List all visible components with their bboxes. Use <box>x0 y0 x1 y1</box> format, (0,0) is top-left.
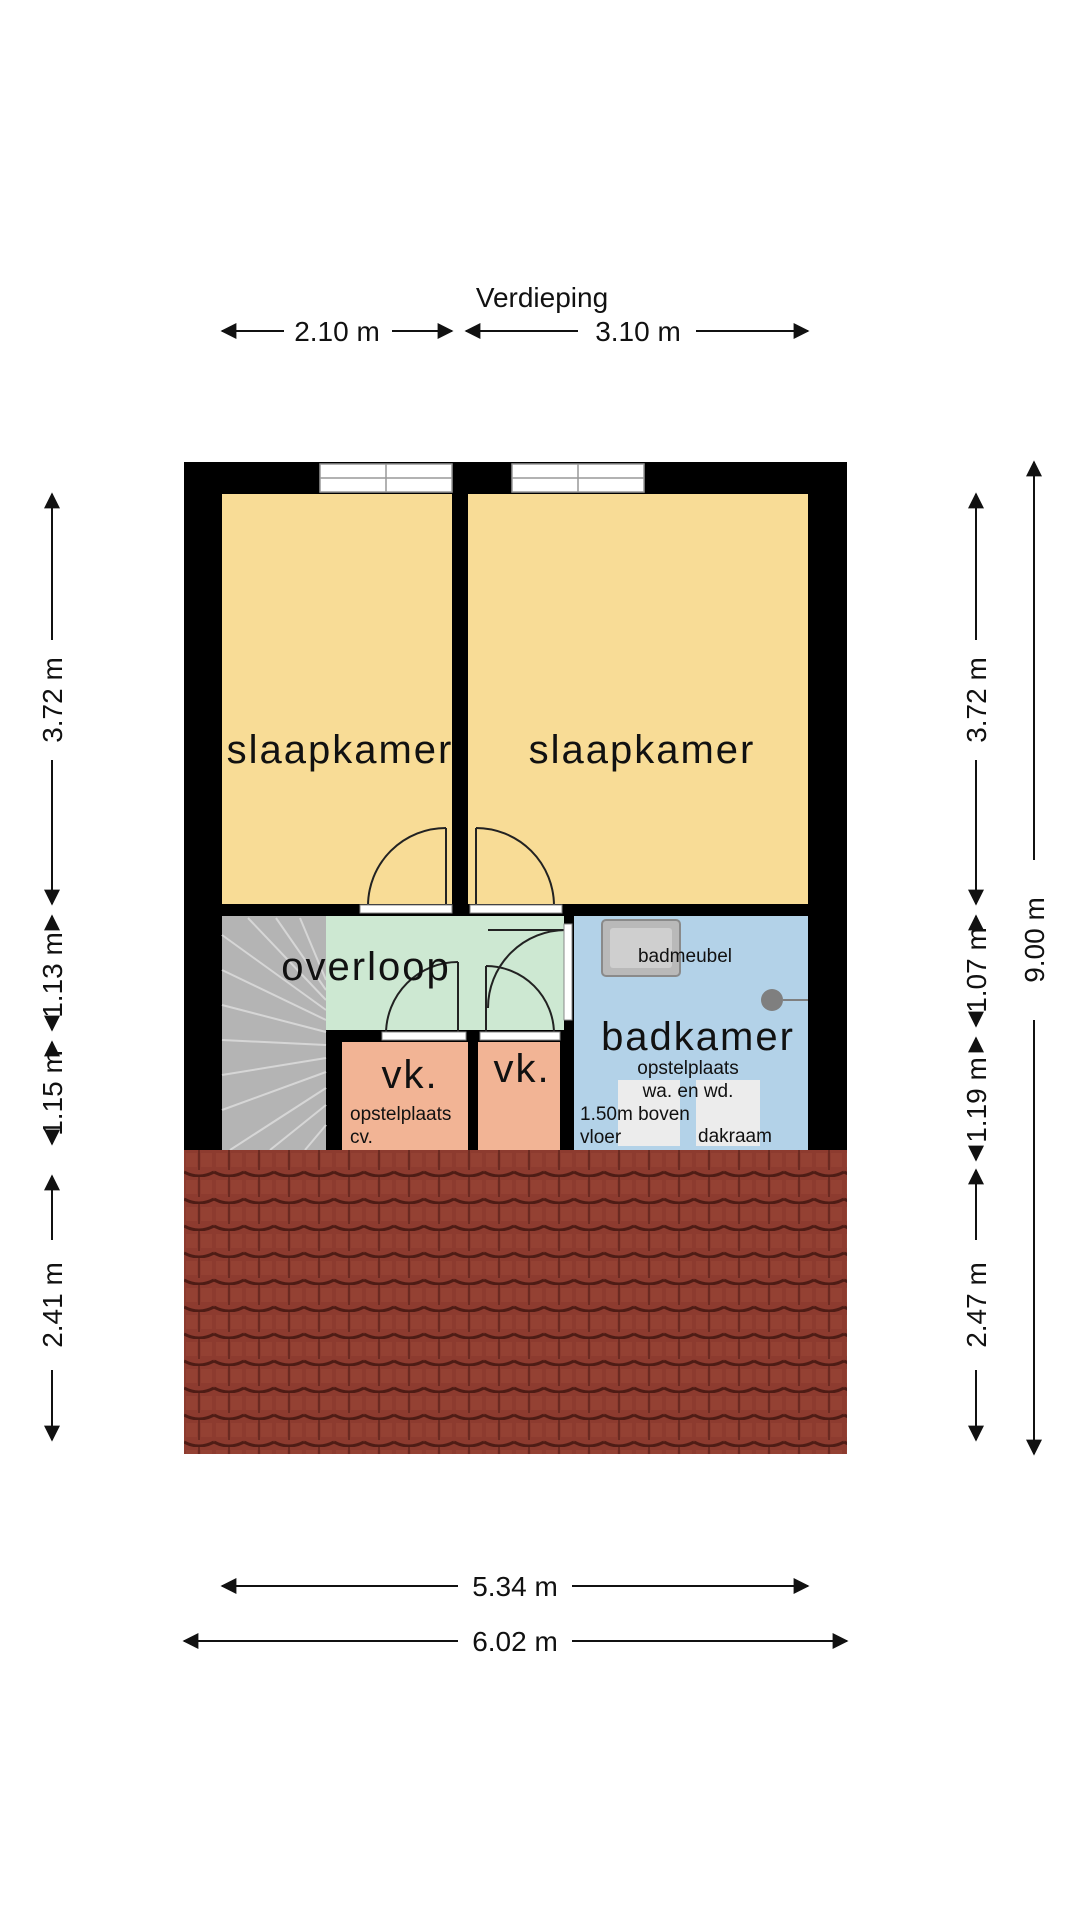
note-bath-3: 1.50m boven <box>580 1104 690 1125</box>
label-bedroom-right: slaapkamer <box>529 728 756 772</box>
label-bath-furniture: badmeubel <box>638 946 732 967</box>
note-closet-left-2: cv. <box>350 1127 373 1148</box>
label-closet-left: vk. <box>381 1053 438 1097</box>
door-bedroom-right <box>469 827 563 914</box>
dim-right-4: 2.47 m <box>961 1262 992 1348</box>
bedroom-right <box>468 494 808 904</box>
dim-right-2: 1.07 m <box>961 927 992 1013</box>
dim-left-4: 2.41 m <box>37 1262 68 1348</box>
door-bathroom <box>487 923 573 1021</box>
dim-right-1: 3.72 m <box>961 657 992 743</box>
landing <box>326 916 564 1030</box>
closet-right <box>478 1042 560 1152</box>
dim-left-2: 1.13 m <box>37 932 68 1018</box>
note-bath-1: opstelplaats <box>637 1058 738 1079</box>
label-closet-right: vk. <box>493 1047 550 1091</box>
dim-top-left: 2.10 m <box>294 316 380 347</box>
door-closet-left <box>381 961 467 1041</box>
drain-icon <box>761 989 783 1011</box>
label-landing: overloop <box>281 945 450 989</box>
dim-top-right: 3.10 m <box>595 316 681 347</box>
stairs <box>222 916 326 1152</box>
note-closet-left-1: opstelplaats <box>350 1104 451 1125</box>
dim-right <box>968 460 1042 1456</box>
dim-left-3: 1.15 m <box>37 1050 68 1136</box>
bedroom-left <box>222 494 452 904</box>
washer-dryer-area <box>618 1080 680 1146</box>
note-bath-4: vloer <box>580 1127 622 1148</box>
dim-bottom-outer: 6.02 m <box>472 1626 558 1657</box>
label-skylight: dakraam <box>698 1126 772 1147</box>
roof-tiles <box>184 1150 847 1454</box>
dim-left-1: 3.72 m <box>37 657 68 743</box>
dim-bottom-inner: 5.34 m <box>472 1571 558 1602</box>
label-bathroom: badkamer <box>601 1015 795 1059</box>
skylight <box>696 1080 760 1146</box>
door-bedroom-left <box>359 827 453 914</box>
dim-right-total: 9.00 m <box>1019 897 1050 983</box>
stair-lines <box>221 917 327 1151</box>
plan-title: Verdieping <box>476 282 608 313</box>
note-bath-2: wa. en wd. <box>642 1081 734 1102</box>
dim-right-3: 1.19 m <box>961 1057 992 1143</box>
closet-left <box>342 1042 468 1152</box>
label-bedroom-left: slaapkamer <box>227 728 454 772</box>
